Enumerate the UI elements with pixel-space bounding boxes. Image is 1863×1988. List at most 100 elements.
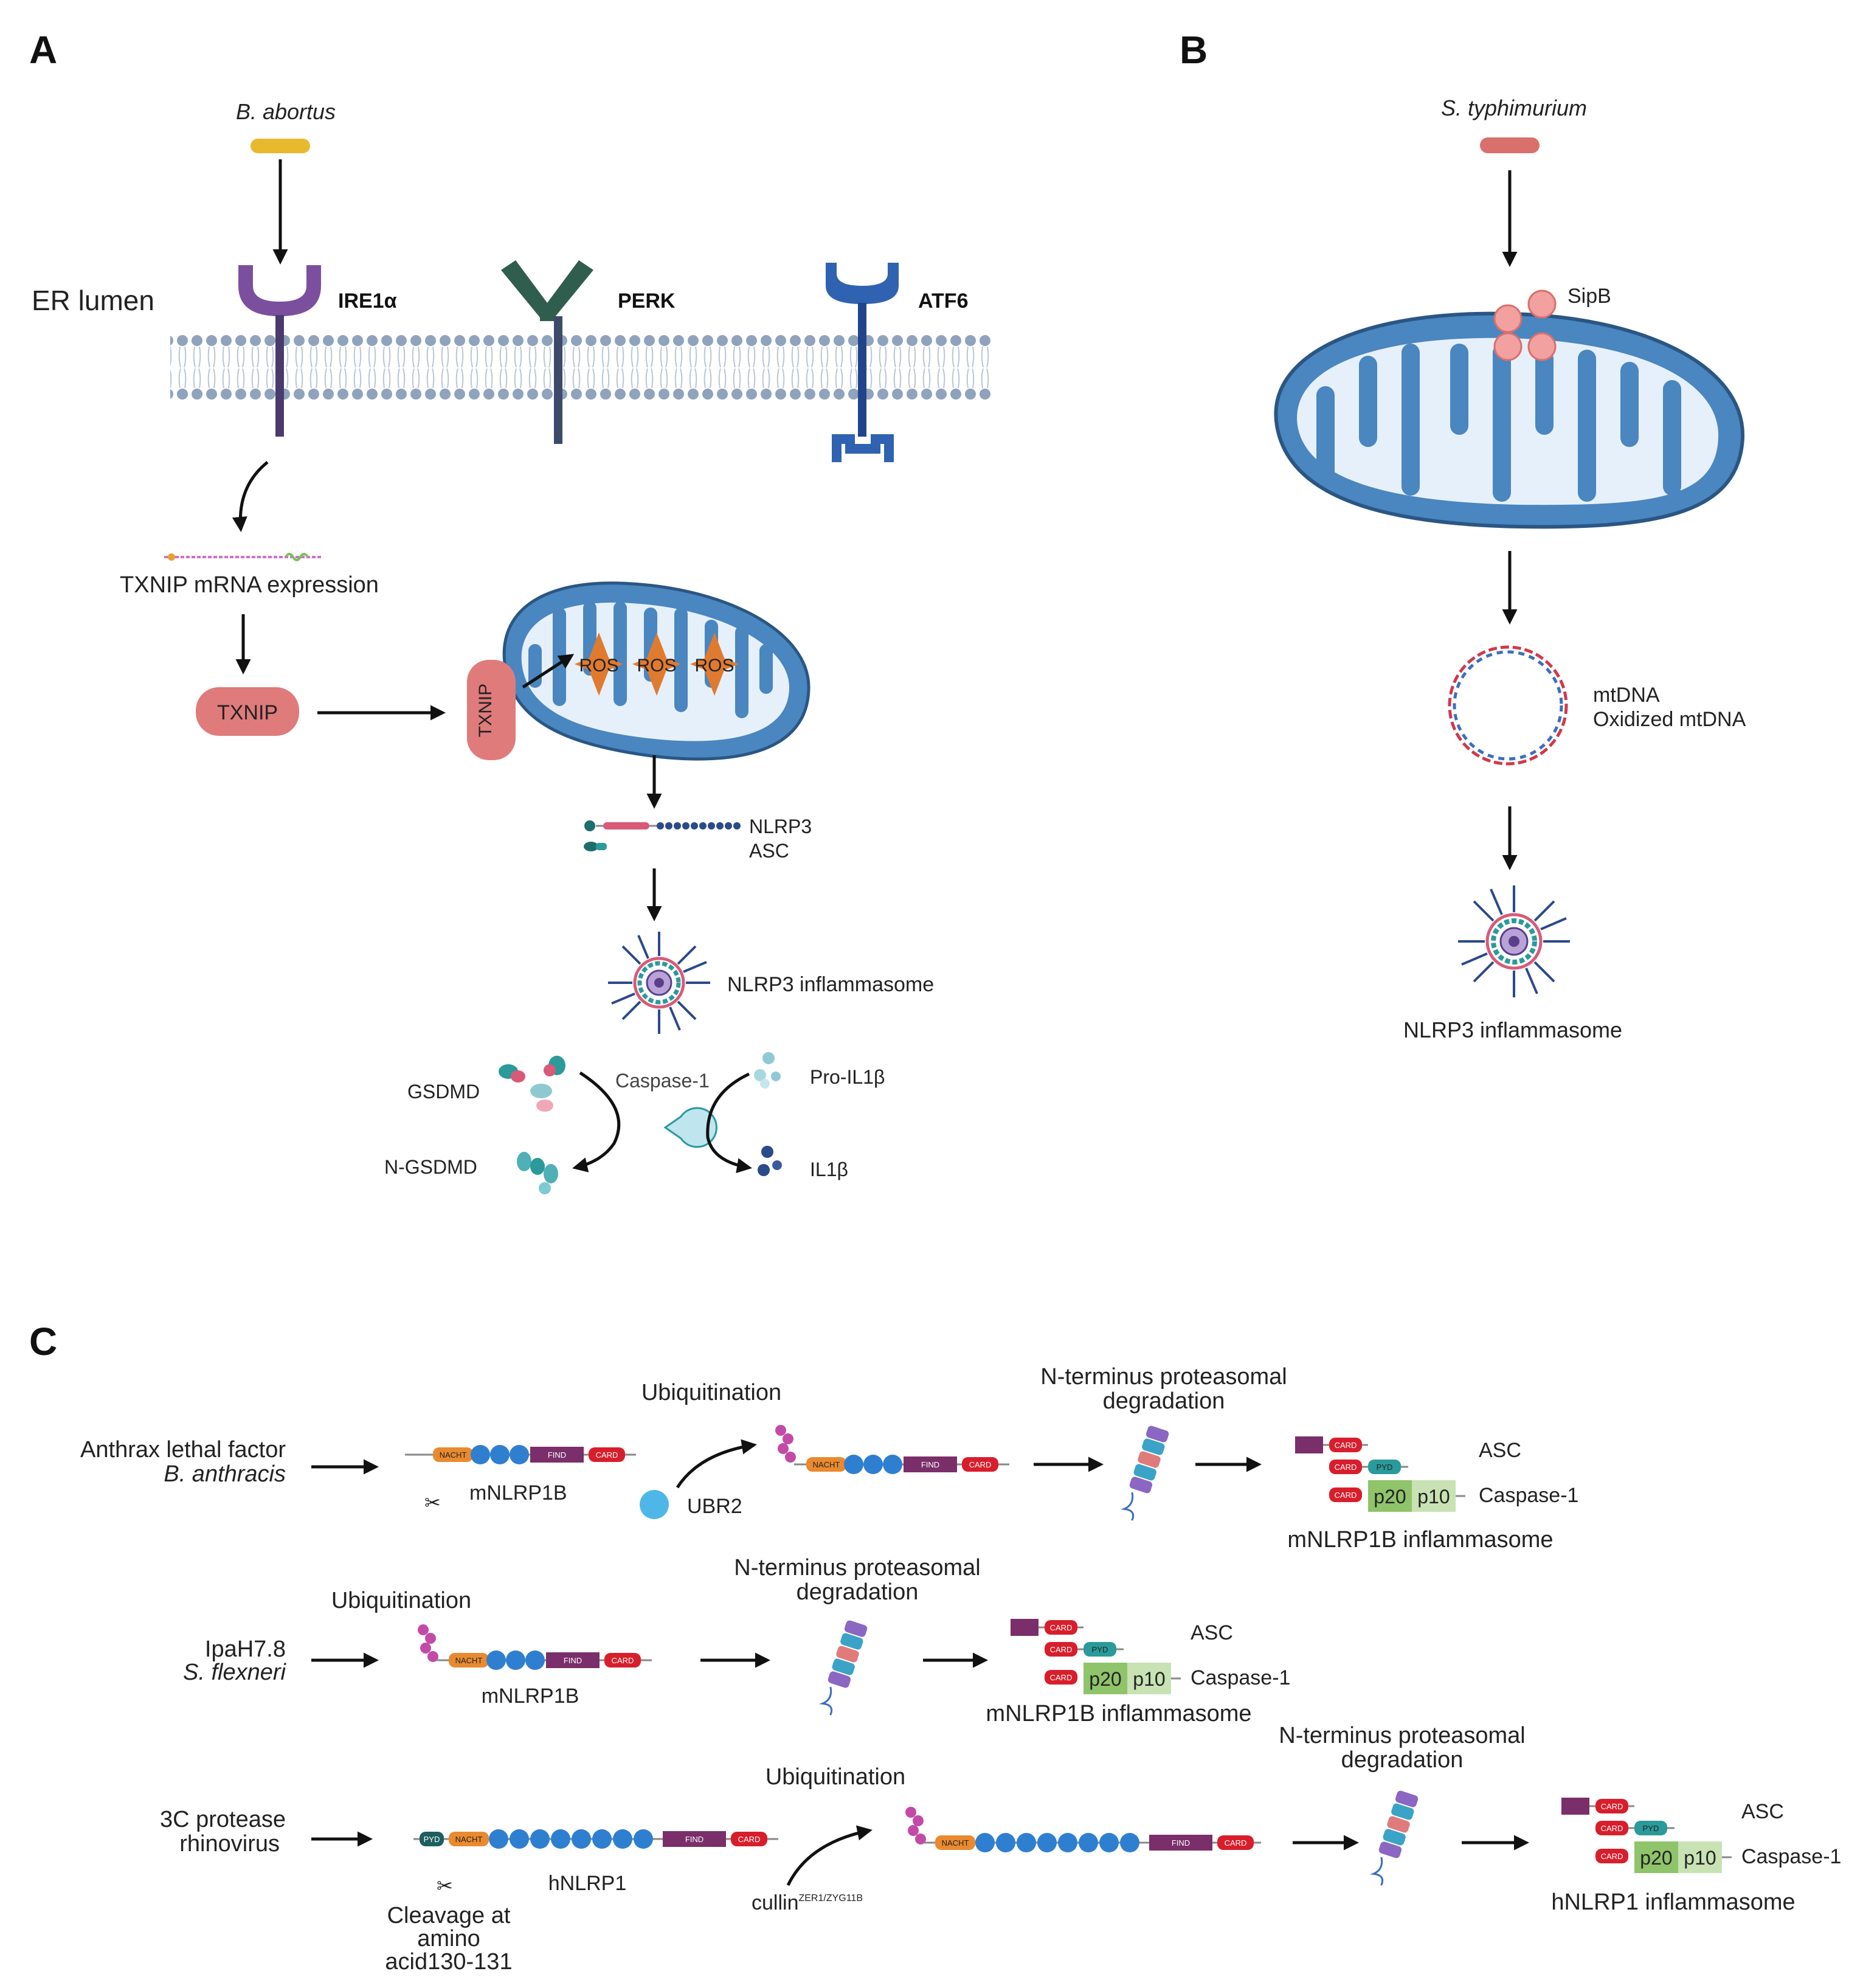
il1b-icon (758, 1146, 782, 1176)
nlrp3-inflammasome-icon-b (1458, 885, 1570, 997)
row3-inflammasome-label: hNLRP1 inflammasome (1551, 1889, 1795, 1915)
cullin-text: cullin (752, 1891, 798, 1914)
row2-pathogen-label: S. flexneri (183, 1660, 287, 1685)
row1-inf-card-1: CARD (1335, 1441, 1357, 1450)
row3-protein-label: hNLRP1 (548, 1872, 627, 1895)
panel-b-label: B (1180, 28, 1208, 72)
row3-p20-label: p20 (1640, 1847, 1672, 1869)
row3-inf-card-2: CARD (1601, 1824, 1623, 1833)
nlrp3-inflammasome-icon-a (608, 932, 710, 1034)
row2-ubiquitinated-protein (418, 1624, 652, 1670)
mtdna-label: mtDNA (1593, 684, 1660, 707)
row1-proteasome-icon (1121, 1425, 1169, 1521)
row1-protein-label: mNLRP1B (469, 1481, 567, 1505)
sipb-label: SipB (1567, 285, 1611, 308)
row3-caspase1-label: Caspase-1 (1741, 1845, 1841, 1868)
row3-trigger-label-2: rhinovirus (179, 1831, 280, 1857)
row3-inf-card-3: CARD (1601, 1852, 1623, 1861)
b-abortus-bacterium (251, 139, 310, 153)
s-typhimurium-label: S. typhimurium (1441, 95, 1587, 120)
row1-p10-label: p10 (1417, 1486, 1450, 1508)
row1-inf-pyd: PYD (1377, 1463, 1393, 1472)
txnip-on-mito (467, 660, 516, 760)
row1-inflammasome-complex (1295, 1436, 1465, 1512)
row1-card-label: CARD (596, 1450, 618, 1460)
oxidized-mtdna-label: Oxidized mtDNA (1593, 708, 1746, 731)
row3-degradation-label-2: degradation (1341, 1747, 1464, 1773)
row2-protein-label: mNLRP1B (482, 1685, 579, 1708)
row1-inf-card-3: CARD (1335, 1491, 1357, 1500)
row2-p20-label: p20 (1089, 1668, 1121, 1690)
row1-degradation-label-1: N-terminus proteasomal (1040, 1364, 1287, 1390)
row3-ubiquitination-label: Ubiquitination (766, 1764, 905, 1790)
row2-inflammasome-label: mNLRP1B inflammasome (986, 1701, 1251, 1727)
n-gsdmd-label: N-GSDMD (384, 1156, 477, 1178)
row3u-nacht-label: NACHT (942, 1838, 969, 1848)
nlrp3-label: NLRP3 (749, 816, 812, 837)
row3-nacht-label: NACHT (455, 1835, 483, 1844)
mtdna-circle-icon (1448, 645, 1568, 766)
arrow-ire1-to-mrna (232, 461, 269, 532)
row1-nacht-label: NACHT (440, 1450, 467, 1460)
ire1a-label: IRE1α (338, 289, 397, 313)
ubr2-icon (640, 1490, 669, 1519)
scissors-icon-1: ✂ (424, 1492, 441, 1514)
row3-ubiquitinated-protein (905, 1807, 1261, 1852)
row3-inf-pyd: PYD (1643, 1824, 1659, 1833)
row1-asc-label: ASC (1479, 1439, 1521, 1462)
row1-inf-card-2: CARD (1335, 1463, 1357, 1472)
row2-p10-label: p10 (1133, 1668, 1165, 1690)
nlrp3-asc-icon (584, 820, 741, 851)
nlrp3-inflammasome-label-b: NLRP3 inflammasome (1403, 1017, 1622, 1042)
er-lumen-label: ER lumen (32, 285, 154, 316)
row3-degradation-label-1: N-terminus proteasomal (1279, 1723, 1525, 1748)
row1-ubiquitinated-protein (775, 1425, 1009, 1474)
caspase1-label-a: Caspase-1 (615, 1070, 710, 1092)
s-typhimurium-bacterium (1480, 137, 1540, 153)
sipb-protein-icon (1493, 289, 1557, 361)
row3-inf-card-1: CARD (1601, 1802, 1623, 1811)
atf6-label: ATF6 (918, 289, 968, 313)
row2-nacht-label: NACHT (455, 1656, 483, 1665)
row2-proteasome-icon (819, 1620, 868, 1716)
row1-ubiquitination-arrow (676, 1439, 757, 1489)
row3-find-label: FIND (685, 1835, 703, 1844)
cleavage-label-1: Cleavage at (387, 1903, 511, 1928)
ubr2-label: UBR2 (687, 1495, 742, 1518)
row2-inflammasome-complex (1011, 1619, 1181, 1694)
il1b-label: IL1β (810, 1159, 848, 1180)
row2-inf-card-1: CARD (1050, 1623, 1073, 1632)
row3u-card-label: CARD (1225, 1838, 1247, 1848)
row3-asc-label: ASC (1741, 1800, 1784, 1823)
row2-card-label: CARD (612, 1656, 634, 1665)
cleavage-label-2: amino (417, 1926, 480, 1952)
row1-caspase1-label: Caspase-1 (1479, 1484, 1578, 1507)
row1u-find-label: FIND (921, 1460, 939, 1469)
txnip-protein (196, 687, 299, 736)
mitochondrion-b (1274, 311, 1745, 529)
row2-degradation-label-1: N-terminus proteasomal (734, 1555, 980, 1581)
cullin-superscript: ZER1/ZYG11B (798, 1893, 863, 1903)
arrow-gsdmd-cleavage (572, 1071, 621, 1172)
row2-inf-pyd: PYD (1092, 1645, 1108, 1654)
row1-inflammasome-label: mNLRP1B inflammasome (1287, 1527, 1553, 1553)
cleavage-label-3: acid130-131 (385, 1949, 512, 1975)
perk-label: PERK (618, 289, 676, 313)
row3-p10-label: p10 (1684, 1847, 1716, 1869)
ros-label-1: ROS (579, 656, 618, 676)
row1-trigger-label: Anthrax lethal factor (80, 1437, 286, 1463)
perk-receptor (501, 260, 593, 444)
nlrp3-inflammasome-label-a: NLRP3 inflammasome (727, 973, 934, 996)
row3u-find-label: FIND (1172, 1838, 1190, 1848)
arrow-il1b-cleavage (706, 1072, 752, 1174)
row2-trigger-label: IpaH7.8 (205, 1636, 286, 1662)
row3-inflammasome-complex (1561, 1798, 1732, 1873)
row1-degradation-label-2: degradation (1103, 1388, 1225, 1414)
gsdmd-icon (499, 1056, 565, 1112)
row2-asc-label: ASC (1191, 1621, 1233, 1644)
er-membrane (170, 333, 991, 400)
ros-label-3: ROS (694, 656, 734, 676)
row2-inf-card-2: CARD (1050, 1645, 1073, 1654)
ros-group (575, 632, 739, 696)
